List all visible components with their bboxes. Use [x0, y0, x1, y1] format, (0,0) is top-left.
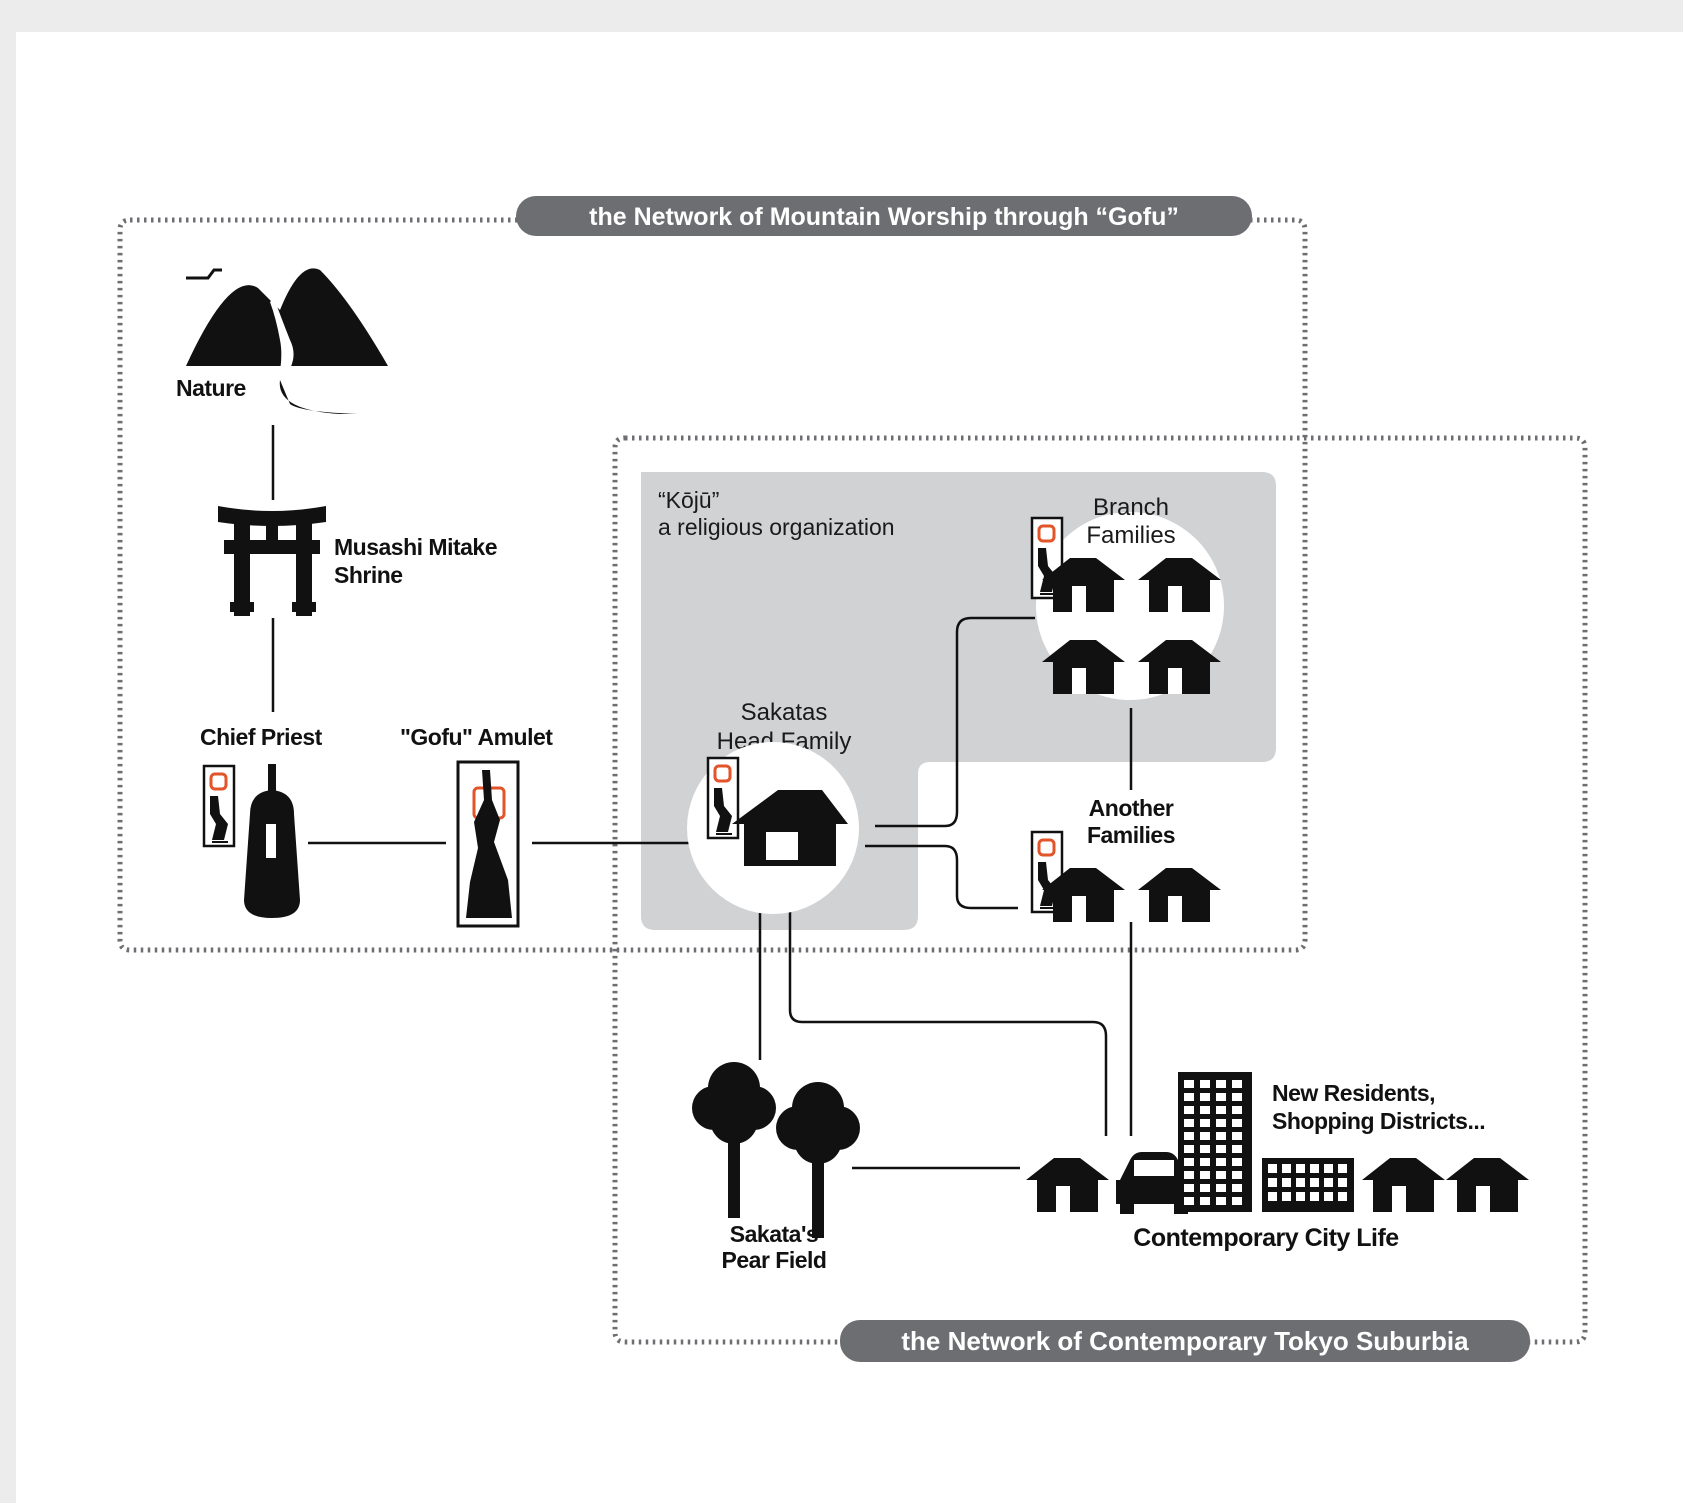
- head-family-amulet-tag-icon: [706, 756, 740, 840]
- new-residents-label-line2: Shopping Districts...: [1272, 1108, 1485, 1134]
- city-life-label: Contemporary City Life: [1133, 1224, 1399, 1252]
- another-families-label-line2: Families: [1087, 822, 1175, 848]
- suburbia-network-border: [612, 435, 1588, 1345]
- car-icon: [1116, 1152, 1192, 1214]
- mountain-river-icon: [186, 268, 388, 414]
- chief-priest-label: Chief Priest: [200, 724, 323, 750]
- connector-lines: [271, 425, 1133, 1170]
- suburbia-network-pill: [840, 1320, 1530, 1362]
- pear-tree-icon-1: [692, 1062, 776, 1218]
- diagram-canvas: the Network of Mountain Worship through …: [16, 32, 1683, 1503]
- shrine-label-line2: Shrine: [334, 562, 403, 588]
- network-diagram: the Network of Mountain Worship through …: [117, 196, 1588, 1362]
- pear-field-label-line2: Pear Field: [722, 1247, 827, 1273]
- mountain-network-border: [117, 217, 1308, 953]
- pear-field-label-line1: Sakata's: [730, 1221, 818, 1247]
- amulet-label: "Gofu" Amulet: [400, 724, 553, 750]
- new-residents-label-line1: New Residents,: [1272, 1080, 1435, 1106]
- koju-name: “Kōjū”: [658, 487, 719, 513]
- branch-families-label-line2: Families: [1086, 522, 1175, 549]
- city-house-icon-2: [1362, 1158, 1445, 1212]
- koju-description: a religious organization: [658, 514, 895, 540]
- head-family-house-icon: [732, 790, 848, 866]
- shrine-label-line1: Musashi Mitake: [334, 534, 497, 560]
- low-building-icon: [1262, 1158, 1354, 1212]
- amulet-icon: [456, 760, 520, 928]
- torii-gate-icon: [218, 506, 326, 616]
- mountain-network-title: the Network of Mountain Worship through …: [589, 203, 1179, 231]
- priest-amulet-tag-icon: [202, 764, 236, 848]
- priest-icon: [244, 764, 300, 918]
- pear-tree-icon-2: [776, 1082, 860, 1238]
- suburbia-network-title: the Network of Contemporary Tokyo Suburb…: [901, 1326, 1469, 1356]
- head-family-label-line1: Sakatas: [741, 699, 828, 726]
- city-house-icon-3: [1446, 1158, 1529, 1212]
- mountain-network-pill: [516, 196, 1252, 236]
- building-icon: [1178, 1072, 1252, 1212]
- city-house-icon-1: [1026, 1158, 1109, 1212]
- branch-families-label-line1: Branch: [1093, 494, 1169, 521]
- another-families-label-line1: Another: [1089, 795, 1174, 821]
- nature-label: Nature: [176, 375, 246, 401]
- another-house-icon-2: [1138, 868, 1221, 922]
